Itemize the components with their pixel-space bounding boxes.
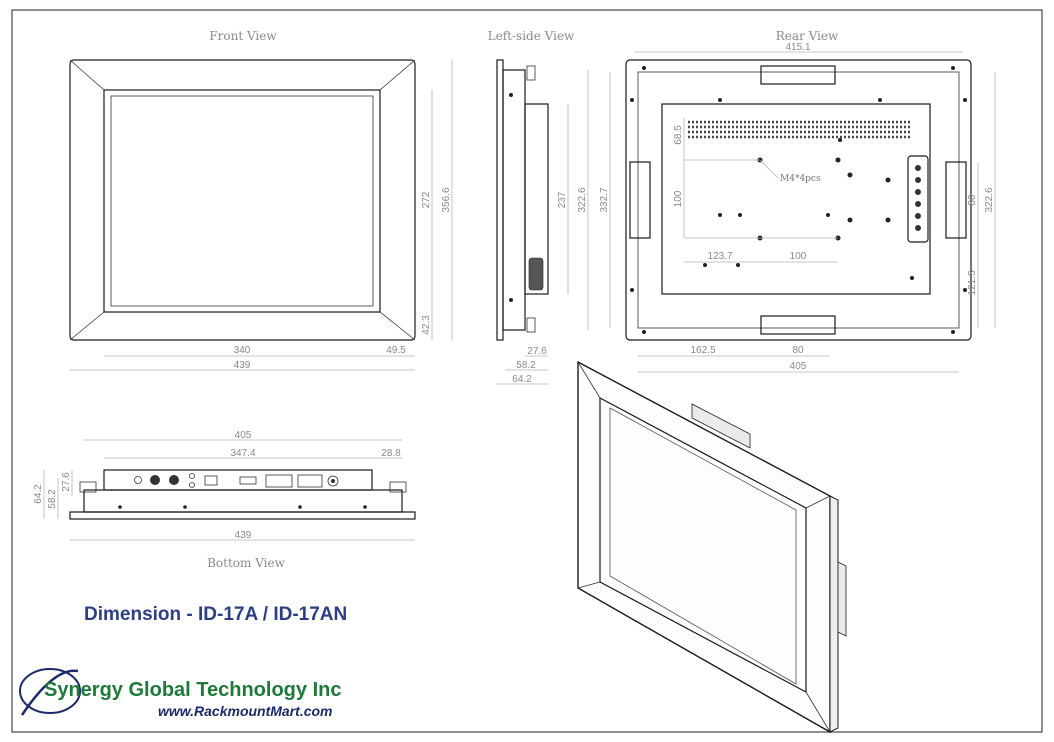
side-body: [524, 103, 549, 295]
side-height-inner: 237: [557, 191, 568, 208]
rear-left-bracket: [629, 161, 651, 239]
bottom-audio-jack: [169, 475, 179, 485]
front-height-total: 356.6: [441, 187, 452, 212]
front-bezel: [69, 59, 416, 341]
rear-right-height: 322.6: [984, 187, 995, 212]
front-width-total: 439: [234, 360, 251, 371]
rear-vesa-x-offset: 123.7: [707, 251, 732, 262]
bottom-bezel: [69, 511, 416, 520]
front-view-title: Front View: [209, 29, 277, 43]
rear-height-total: 332.7: [599, 187, 610, 212]
front-width-inner: 340: [234, 345, 251, 356]
bottom-hdmi-port: [239, 476, 257, 485]
rear-vesa-v: 100: [673, 190, 684, 207]
rear-right-bracket: [945, 161, 967, 239]
front-height-inner: 272: [421, 191, 432, 208]
bottom-width-2: 347.4: [230, 448, 255, 459]
bottom-offset-right: 28.8: [381, 448, 401, 459]
company-logo: Synergy Global Technology Inc www.Rackmo…: [14, 657, 366, 729]
rear-screw-note: M4*4pcs: [780, 174, 821, 184]
rear-bracket-h: 80: [792, 345, 804, 356]
rear-view-title: Rear View: [776, 29, 839, 43]
bottom-width-total: 439: [235, 530, 252, 541]
rear-upper-offset: 68.5: [673, 125, 684, 145]
logo-swoosh-icon: [19, 668, 81, 716]
bottom-dvi-port: [265, 474, 293, 488]
front-screen: [110, 95, 374, 307]
side-connector: [528, 257, 544, 291]
rear-frame: [625, 59, 972, 341]
front-bezel-side: 49.5: [386, 345, 406, 356]
rear-vent: [688, 120, 910, 139]
bottom-chassis: [83, 489, 403, 513]
rear-body: [661, 103, 931, 295]
rear-chassis: [637, 71, 960, 329]
rear-bracket-v: 80: [967, 194, 978, 206]
left-side-view-title: Left-side View: [488, 29, 575, 43]
side-depth-2: 58.2: [516, 360, 536, 371]
bottom-width-1: 405: [235, 430, 252, 441]
bottom-depth-1: 64.2: [33, 484, 44, 504]
side-height-mid: 322.6: [577, 187, 588, 212]
rear-lower-v: 121.3: [967, 270, 978, 295]
rear-bottom-bracket: [760, 315, 836, 335]
left-side-view: Left-side View 237 322.6 27.6 58.2 64.2: [488, 29, 589, 385]
side-bezel: [496, 59, 504, 341]
dimension-heading: Dimension - ID-17A / ID-17AN: [84, 604, 348, 625]
bottom-power-jack: [150, 475, 160, 485]
bottom-view: Bottom View 405 347.4 28.8 439 64.2: [33, 430, 416, 570]
bottom-usb-port: [204, 475, 218, 486]
bottom-io-panel: [103, 469, 373, 491]
bottom-view-title: Bottom View: [207, 556, 286, 570]
front-screen-frame: [103, 89, 381, 313]
rear-view: Rear View: [599, 29, 996, 373]
rear-connector-panel: [907, 155, 929, 243]
perspective-view: [577, 360, 847, 734]
bottom-vga-port: [297, 474, 323, 488]
front-view: Front View 340 439 49.5 272 356.6 42.3: [69, 29, 453, 371]
rear-vesa-h: 100: [790, 251, 807, 262]
rear-bracket-offset: 162.5: [690, 345, 715, 356]
rear-top-width: 415.1: [785, 42, 810, 53]
bottom-depth-2: 58.2: [47, 489, 58, 509]
rear-bottom-width: 405: [790, 361, 807, 372]
side-depth-3: 64.2: [512, 374, 532, 385]
front-bezel-bottom: 42.3: [421, 315, 432, 335]
logo-website-link[interactable]: www.RackmountMart.com: [158, 703, 333, 719]
vesa-hole: [835, 157, 841, 163]
side-chassis: [502, 69, 526, 331]
side-depth-1: 27.6: [527, 346, 547, 357]
perspective-top-bracket: [691, 403, 751, 449]
sheet-border: [11, 9, 1043, 733]
perspective-screen: [609, 407, 797, 685]
bottom-depth-3: 27.6: [61, 472, 72, 492]
rear-top-bracket: [760, 65, 836, 85]
perspective-side-bracket: [837, 561, 847, 637]
logo-company-name: Synergy Global Technology Inc: [44, 679, 342, 701]
